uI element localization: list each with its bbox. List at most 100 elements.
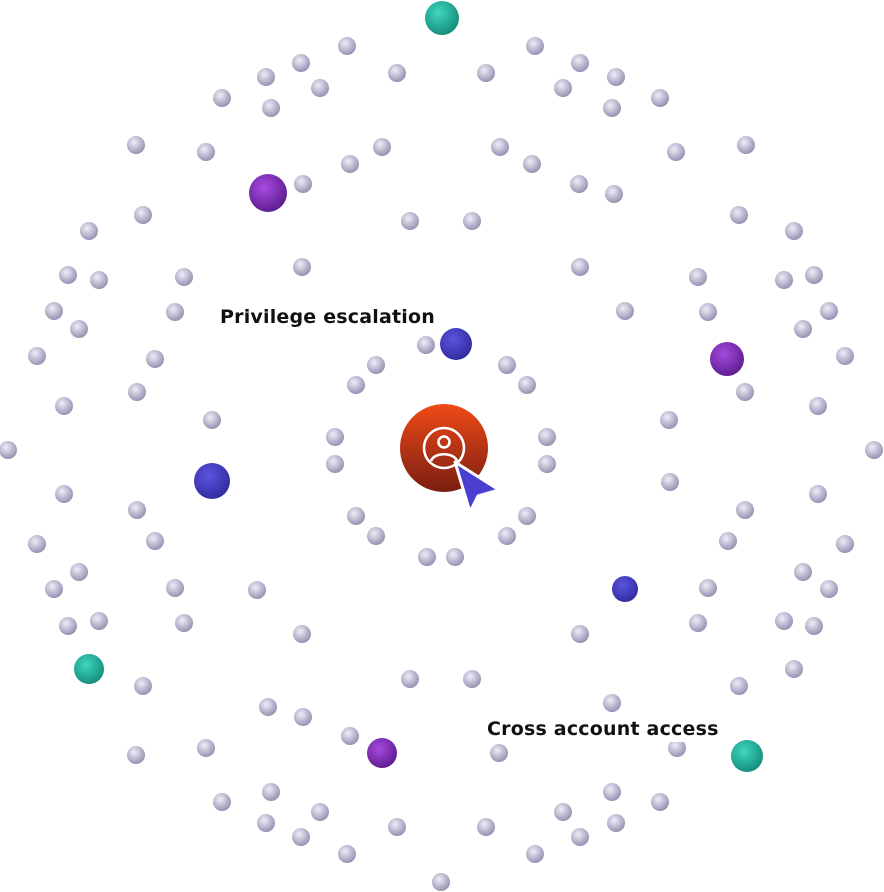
node-dot (146, 350, 164, 368)
node-dot (166, 579, 184, 597)
node-dot (518, 376, 536, 394)
node-dot (603, 694, 621, 712)
node-dot (70, 563, 88, 581)
node-dot (292, 828, 310, 846)
node-dot (699, 303, 717, 321)
node-dot (338, 845, 356, 863)
node-dot (736, 501, 754, 519)
node-dot (28, 535, 46, 553)
node-dot (0, 441, 17, 459)
node-dot (491, 138, 509, 156)
node-dot (326, 428, 344, 446)
node-dot (463, 212, 481, 230)
node-dot (128, 383, 146, 401)
node-dot (526, 845, 544, 863)
node-dot (603, 99, 621, 117)
node-dot (699, 579, 717, 597)
node-dot (197, 143, 215, 161)
node-dot (55, 485, 73, 503)
indigo-node[interactable] (440, 328, 472, 360)
purple-node[interactable] (367, 738, 397, 768)
peripheral-dots (0, 37, 883, 891)
user-icon (422, 426, 466, 470)
node-dot (175, 614, 193, 632)
node-dot (311, 803, 329, 821)
node-dot (90, 271, 108, 289)
node-dot (432, 873, 450, 891)
node-dot (605, 185, 623, 203)
node-dot (388, 64, 406, 82)
node-dot (294, 175, 312, 193)
node-dot (737, 136, 755, 154)
cross-account-access-label: Cross account access (483, 716, 723, 742)
node-dot (388, 818, 406, 836)
node-dot (367, 527, 385, 545)
indigo-node[interactable] (612, 576, 638, 602)
node-dot (347, 376, 365, 394)
node-dot (689, 268, 707, 286)
node-dot (326, 455, 344, 473)
node-dot (128, 501, 146, 519)
node-dot (248, 581, 266, 599)
node-dot (571, 625, 589, 643)
purple-node[interactable] (710, 342, 744, 376)
node-dot (538, 455, 556, 473)
node-dot (607, 814, 625, 832)
node-dot (785, 660, 803, 678)
node-dot (203, 411, 221, 429)
node-dot (775, 612, 793, 630)
node-dot (417, 336, 435, 354)
node-dot (59, 617, 77, 635)
node-dot (341, 155, 359, 173)
node-dot (836, 347, 854, 365)
node-dot (805, 266, 823, 284)
node-dot (689, 614, 707, 632)
node-dot (175, 268, 193, 286)
node-dot (463, 670, 481, 688)
teal-node[interactable] (74, 654, 104, 684)
node-dot (311, 79, 329, 97)
indigo-node[interactable] (194, 463, 230, 499)
node-dot (55, 397, 73, 415)
node-dot (571, 828, 589, 846)
node-dot (498, 527, 516, 545)
node-dot (538, 428, 556, 446)
node-dot (262, 783, 280, 801)
node-dot (785, 222, 803, 240)
node-dot (45, 580, 63, 598)
node-dot (775, 271, 793, 289)
cursor-arrow-icon (453, 460, 501, 514)
node-dot (616, 302, 634, 320)
node-dot (526, 37, 544, 55)
node-dot (259, 698, 277, 716)
teal-node[interactable] (731, 740, 763, 772)
teal-node[interactable] (425, 1, 459, 35)
purple-node[interactable] (249, 174, 287, 212)
node-dot (523, 155, 541, 173)
node-dot (477, 818, 495, 836)
node-dot (668, 739, 686, 757)
node-dot (341, 727, 359, 745)
node-dot (45, 302, 63, 320)
node-dot (490, 744, 508, 762)
node-dot (518, 507, 536, 525)
node-dot (651, 89, 669, 107)
node-dot (373, 138, 391, 156)
node-dot (294, 708, 312, 726)
node-dot (166, 303, 184, 321)
node-dot (498, 356, 516, 374)
node-dot (401, 670, 419, 688)
node-dot (292, 54, 310, 72)
node-dot (736, 383, 754, 401)
node-dot (134, 677, 152, 695)
accent-nodes (74, 1, 763, 772)
node-dot (446, 548, 464, 566)
node-dot (28, 347, 46, 365)
node-dot (401, 212, 419, 230)
node-dot (809, 485, 827, 503)
node-dot (70, 320, 88, 338)
node-dot (809, 397, 827, 415)
node-dot (262, 99, 280, 117)
node-dot (667, 143, 685, 161)
node-dot (197, 739, 215, 757)
